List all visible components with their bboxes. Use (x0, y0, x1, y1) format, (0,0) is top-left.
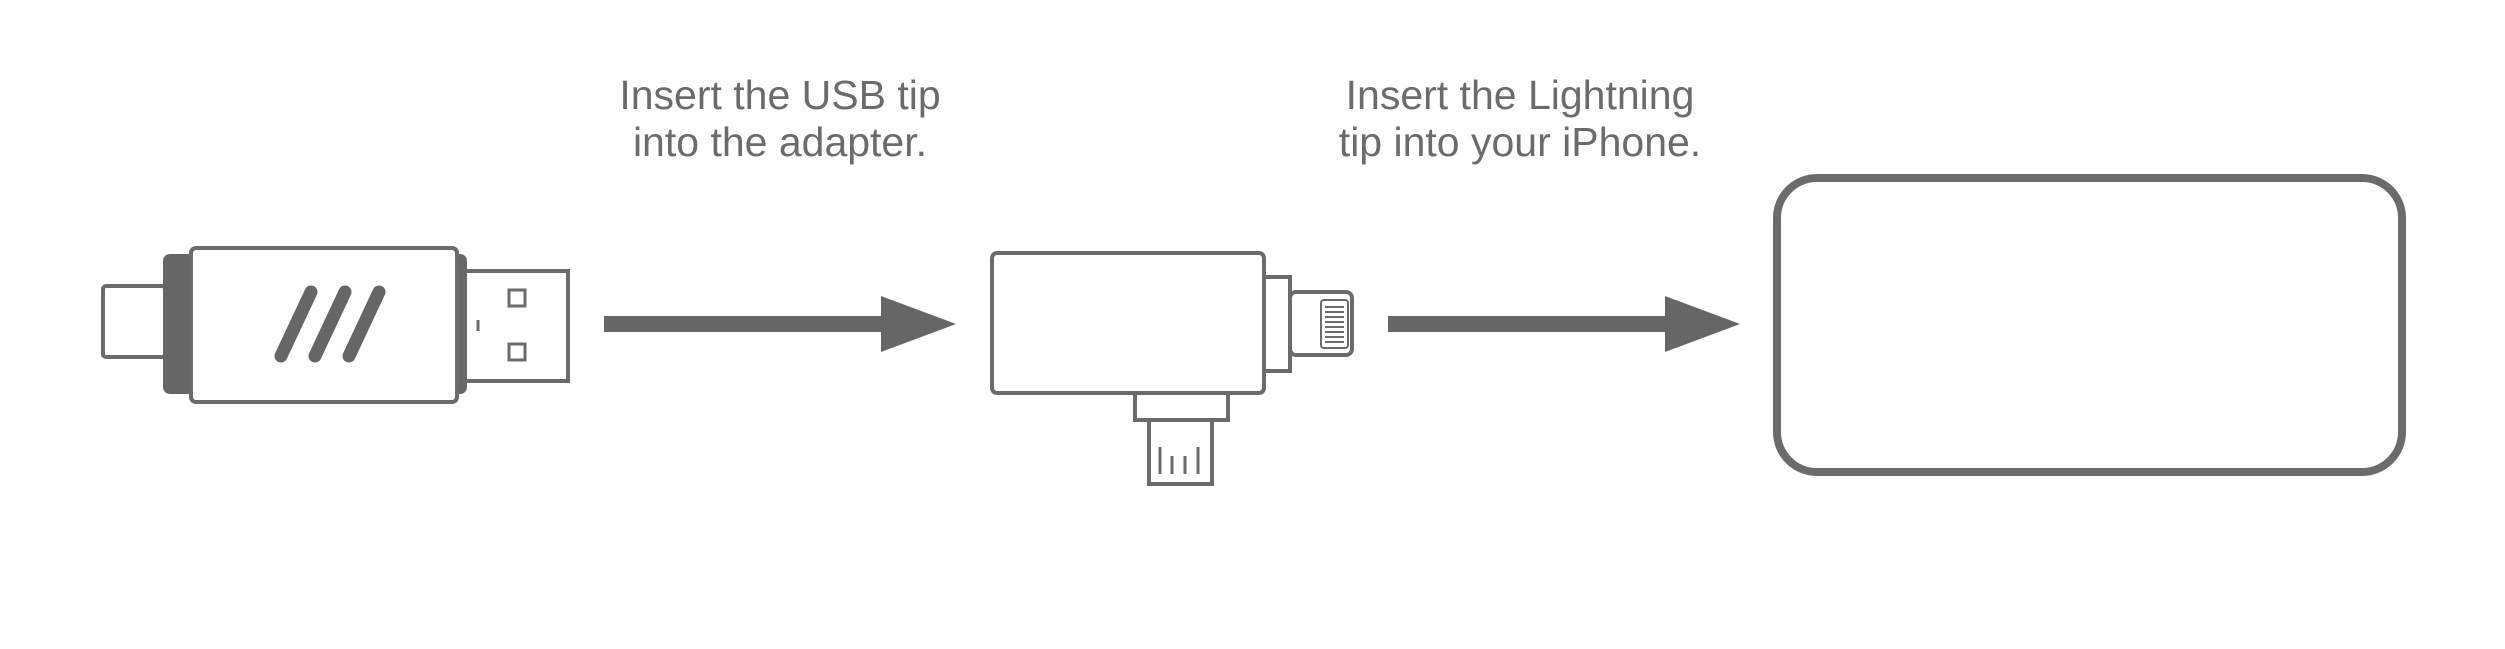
adapter-bottom-collar (1133, 390, 1230, 422)
adapter-body (990, 251, 1266, 395)
usb-a-plug (463, 269, 570, 383)
adapter-bottom-pins (1158, 447, 1200, 474)
step-1-line-1: Insert the USB tip (619, 72, 941, 118)
iphone-icon (1773, 174, 2406, 476)
iphone-body (1773, 174, 2406, 476)
step-2-line-2: tip into your iPhone. (1338, 119, 1702, 165)
step-1-instruction: Insert the USB tip into the adapter. (560, 72, 1000, 166)
adapter-bottom-tip (1147, 418, 1214, 486)
usb-a-hole-top (507, 288, 527, 308)
adapter-right-collar (1262, 275, 1292, 373)
step-2-instruction: Insert the Lightning tip into your iPhon… (1300, 72, 1740, 166)
lightning-adapter-icon (990, 251, 1354, 486)
usb-a-hole-bottom (507, 342, 527, 362)
usb-c-tip (101, 284, 167, 359)
arrow-1-head (881, 296, 956, 352)
arrow-2-shaft (1388, 316, 1670, 332)
arrow-1-shaft (604, 316, 886, 332)
arrow-2-head (1665, 296, 1740, 352)
usb-flash-drive-icon (101, 246, 570, 404)
arrow-right-icon (604, 296, 956, 352)
step-2-line-1: Insert the Lightning (1345, 72, 1695, 118)
brand-logo (274, 285, 386, 363)
lightning-contact-lines (1325, 306, 1344, 343)
step-1-line-2: into the adapter. (632, 119, 928, 165)
arrow-right-icon (1388, 296, 1740, 352)
